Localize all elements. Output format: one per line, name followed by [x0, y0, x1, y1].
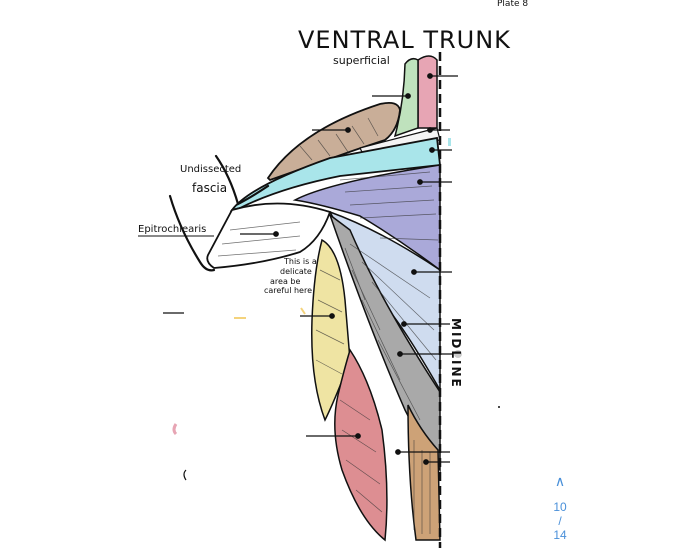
diagram-subtitle: superficial [333, 54, 390, 67]
diagram-title: Ventral Trunk [298, 26, 511, 54]
corner-note: Plate 8 [497, 0, 528, 9]
page-separator: / [558, 514, 562, 528]
hatching [217, 117, 439, 534]
muscle-epitrochlearis [206, 202, 332, 269]
note-line-2: delicate [280, 267, 312, 276]
label-epitrochlearis: Epitrochlearis [138, 224, 206, 235]
muscle-pink-strip [417, 55, 438, 129]
leader-lines [240, 73, 458, 465]
note-line-4: careful here [264, 286, 312, 295]
label-undissected: Undissected [180, 164, 241, 175]
note-line-1: This is a [283, 257, 317, 266]
muscle-red [334, 348, 388, 542]
chevron-up-icon[interactable]: ∧ [554, 473, 566, 489]
label-fascia: fascia [192, 181, 227, 195]
page-current: 10 [553, 500, 567, 514]
muscle-tan [266, 101, 401, 182]
label-midline: MIDLINE [449, 318, 463, 389]
muscle-yellow [311, 238, 351, 422]
arm-outline [168, 154, 270, 272]
page-navigator: ∧ 10 / 14 [540, 474, 580, 542]
page-total: 14 [553, 528, 567, 542]
note-line-3: area be [270, 277, 300, 286]
muscle-brown [407, 404, 441, 541]
stray-marks [163, 138, 500, 481]
